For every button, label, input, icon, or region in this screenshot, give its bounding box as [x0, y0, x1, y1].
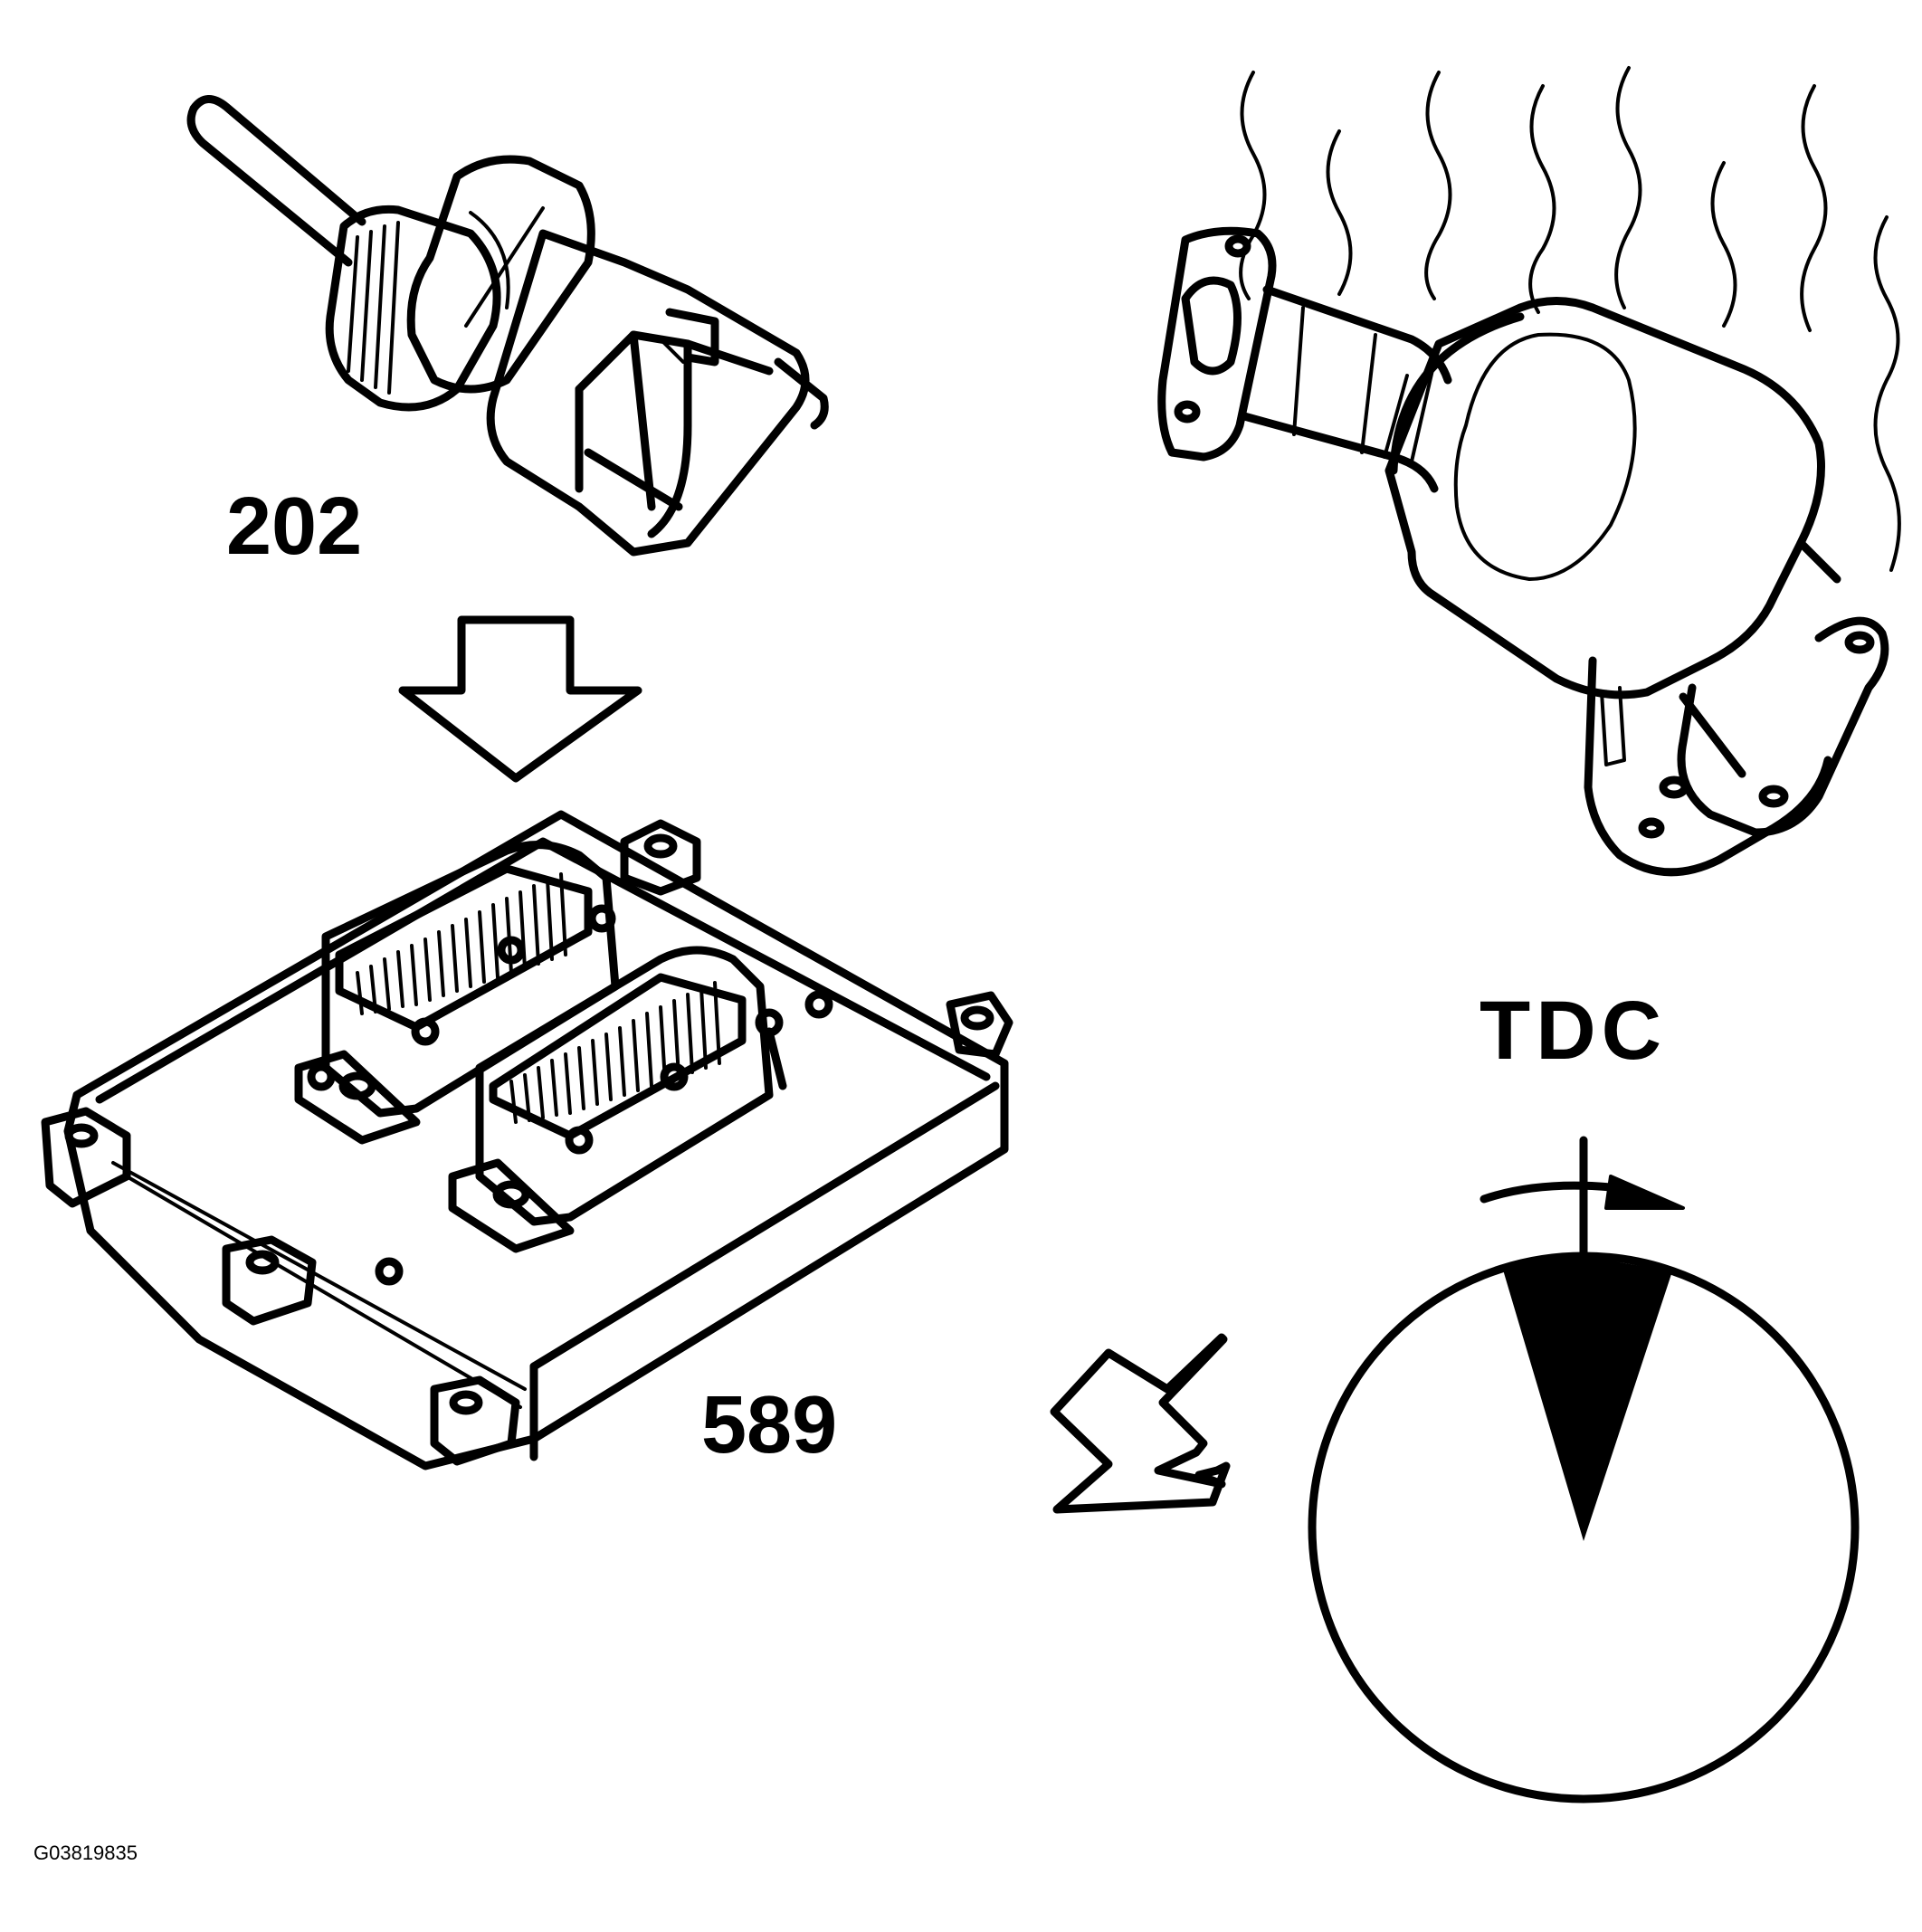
down-arrow-icon	[398, 615, 642, 783]
temperature-sensor-icon	[186, 95, 829, 557]
diagonal-arrow-icon	[1050, 1333, 1231, 1514]
crank-position-dial-icon	[1308, 1136, 1860, 1804]
catalytic-converter-icon	[1157, 226, 1889, 877]
tdc-label: TDC	[1480, 985, 1667, 1077]
sensor-label: 202	[226, 481, 362, 572]
control-module-icon	[41, 810, 1013, 1470]
figure-code: G03819835	[33, 1842, 138, 1864]
heat-waves-icon	[1239, 66, 1901, 572]
control-module-label: 589	[701, 1380, 837, 1470]
